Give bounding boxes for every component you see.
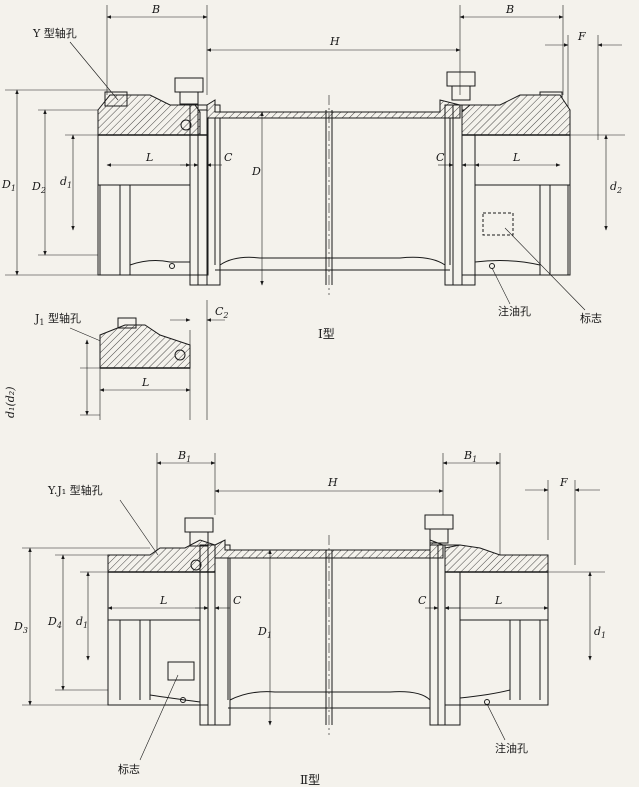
dim-small-d1-bottom: d1 [76,615,88,630]
dim-small-d1r-bottom: d1 [594,625,606,640]
type-1-view: B B H F [1,3,625,341]
label-yj1-bore: Y.J₁ 型轴孔 [47,483,103,497]
dim-d3: D3 [13,620,28,635]
dim-d4: D4 [47,615,62,630]
dim-f-bottom: F [559,476,568,489]
dim-c-left-bottom: C [233,594,242,607]
caption-type-1: Ⅰ型 [318,327,335,341]
dim-d: D [251,165,261,178]
label-y-bore: Y 型轴孔 [32,26,77,40]
dim-small-d2: d2 [610,180,622,195]
dim-d2: D2 [31,180,46,195]
dim-b-right: B [505,3,514,16]
label-mark-top: 标志 [580,311,602,325]
dim-h: H [329,35,340,48]
caption-type-2: Ⅱ型 [300,773,320,787]
label-mark-bottom: 标志 [118,762,140,776]
dim-d1-bottom: D1 [257,625,272,640]
dim-c-right: C [436,151,445,164]
dim-h-bottom: H [327,476,338,489]
dim-l-right-bottom: L [494,594,502,607]
type-2-view: B1 B1 H F [13,449,606,787]
dim-c-right-bottom: C [418,594,427,607]
dim-d1: D1 [1,178,16,193]
j1-dim-l: L [141,376,149,389]
j1-dim-d1-d2: d₁(d₂) [4,387,17,419]
dim-b-left: B [151,3,160,16]
label-j1-bore: J1 型轴孔 [34,311,81,327]
dim-l-left: L [145,151,153,164]
dim-b1-left: B1 [177,449,191,464]
dim-b1-right: B1 [463,449,477,464]
dim-l-left-bottom: L [159,594,167,607]
dim-c-left: C [224,151,233,164]
dim-l-right: L [512,151,520,164]
label-oil-hole-top: 注油孔 [498,304,531,318]
j1-dim-c2: C2 [215,305,229,320]
j1-bore-detail: J1 型轴孔 L C2 d₁(d₂) [4,300,229,420]
dim-f: F [577,30,586,43]
label-oil-hole-bottom: 注油孔 [495,741,528,755]
dim-small-d1: d1 [60,175,72,190]
